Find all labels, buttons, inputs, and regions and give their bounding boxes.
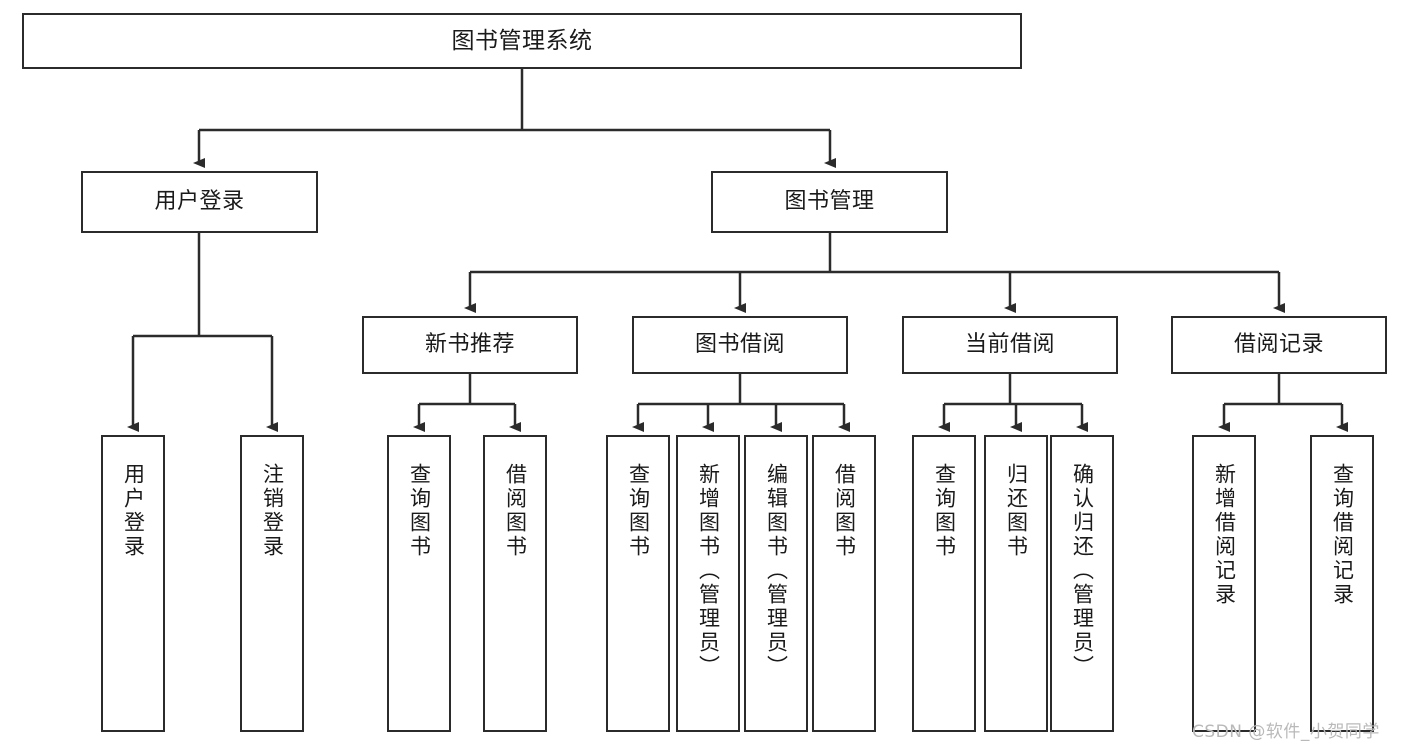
node-label: 查询图书 bbox=[626, 463, 651, 559]
leaf-add-borrow-record[interactable]: 新增借阅记录 bbox=[1192, 435, 1256, 732]
node-book-management[interactable]: 图书管理 bbox=[711, 171, 948, 233]
node-label: 借阅图书 bbox=[503, 463, 528, 559]
node-new-book-recommendation[interactable]: 新书推荐 bbox=[362, 316, 578, 374]
csdn-watermark: CSDN @软件_小贺同学 bbox=[1192, 717, 1380, 742]
node-label: 借阅图书 bbox=[832, 463, 857, 559]
leaf-logout[interactable]: 注销登录 bbox=[240, 435, 304, 732]
leaf-query-book-current[interactable]: 查询图书 bbox=[912, 435, 976, 732]
leaf-query-book-borrow[interactable]: 查询图书 bbox=[606, 435, 670, 732]
node-current-borrowing[interactable]: 当前借阅 bbox=[902, 316, 1118, 374]
node-label: 用户登录 bbox=[154, 189, 245, 215]
node-label: 图书管理 bbox=[784, 189, 875, 215]
leaf-edit-book-admin[interactable]: 编辑图书（管理员） bbox=[744, 435, 808, 732]
node-label: 新书推荐 bbox=[424, 332, 515, 358]
node-label: 当前借阅 bbox=[964, 332, 1055, 358]
node-label: 新增借阅记录 bbox=[1212, 463, 1237, 607]
node-label: 查询借阅记录 bbox=[1330, 463, 1355, 607]
node-label: 编辑图书（管理员） bbox=[764, 463, 789, 679]
node-label: 图书管理系统 bbox=[451, 27, 593, 54]
leaf-query-book-new[interactable]: 查询图书 bbox=[387, 435, 451, 732]
node-label: 归还图书 bbox=[1004, 463, 1029, 559]
leaf-confirm-return-admin[interactable]: 确认归还（管理员） bbox=[1050, 435, 1114, 732]
leaf-borrow-book[interactable]: 借阅图书 bbox=[812, 435, 876, 732]
node-user-login[interactable]: 用户登录 bbox=[81, 171, 318, 233]
leaf-user-login[interactable]: 用户登录 bbox=[101, 435, 165, 732]
node-label: 借阅记录 bbox=[1233, 332, 1324, 358]
node-label: 图书借阅 bbox=[694, 332, 785, 358]
node-label: 新增图书（管理员） bbox=[696, 463, 721, 679]
leaf-query-borrow-record[interactable]: 查询借阅记录 bbox=[1310, 435, 1374, 732]
leaf-add-book-admin[interactable]: 新增图书（管理员） bbox=[676, 435, 740, 732]
node-book-borrowing[interactable]: 图书借阅 bbox=[632, 316, 848, 374]
node-label: 用户登录 bbox=[121, 463, 146, 559]
node-root-book-management-system[interactable]: 图书管理系统 bbox=[22, 13, 1022, 69]
node-label: 查询图书 bbox=[407, 463, 432, 559]
watermark-text: CSDN @软件_小贺同学 bbox=[1192, 722, 1380, 742]
leaf-borrow-book-new[interactable]: 借阅图书 bbox=[483, 435, 547, 732]
node-borrowing-records[interactable]: 借阅记录 bbox=[1171, 316, 1387, 374]
leaf-return-book[interactable]: 归还图书 bbox=[984, 435, 1048, 732]
node-label: 确认归还（管理员） bbox=[1070, 463, 1095, 679]
node-label: 注销登录 bbox=[260, 463, 285, 559]
node-label: 查询图书 bbox=[932, 463, 957, 559]
